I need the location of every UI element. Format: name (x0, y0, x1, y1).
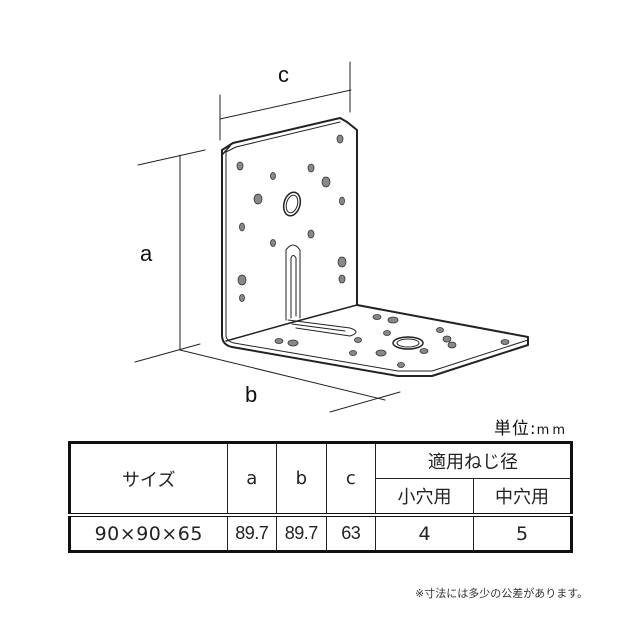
dimension-label-a: a (140, 241, 153, 266)
header-size: サイズ (69, 442, 228, 516)
tolerance-note: ※寸法には多少の公差があります。 (415, 587, 589, 600)
bracket-illustration (134, 61, 529, 413)
header-screw-diameter: 適用ねじ径 (375, 442, 572, 479)
cell-size: 90×90×65 (69, 513, 228, 552)
unit-prefix: 単位: (493, 419, 537, 439)
unit-label: 単位:mm (494, 414, 568, 439)
dimension-label-b: b (245, 382, 258, 407)
unit-value: mm (536, 423, 568, 438)
header-b: b (276, 442, 327, 516)
table-row: 90×90×65 89.7 89.7 63 4 5 (69, 513, 573, 552)
cell-c: 63 (325, 513, 377, 552)
header-a: a (226, 442, 278, 516)
header-c: c (325, 442, 377, 516)
cell-a: 89.7 (226, 513, 278, 552)
dimension-label-c: c (278, 62, 289, 87)
cell-b: 89.7 (276, 513, 327, 552)
table-subheader-row: 小穴用 中穴用 (70, 478, 573, 516)
bracket-drawing: c a b (134, 61, 529, 413)
table-header-row: サイズ a b c 適用ねじ径 (69, 442, 572, 516)
cell-medium-hole: 5 (472, 513, 573, 552)
cell-small-hole: 4 (375, 513, 474, 552)
spec-table: サイズ a b c 適用ねじ径 小穴用 中穴用 90×90×65 89.7 89… (68, 441, 573, 553)
header-small-hole: 小穴用 (375, 478, 474, 516)
header-medium-hole: 中穴用 (472, 478, 573, 516)
